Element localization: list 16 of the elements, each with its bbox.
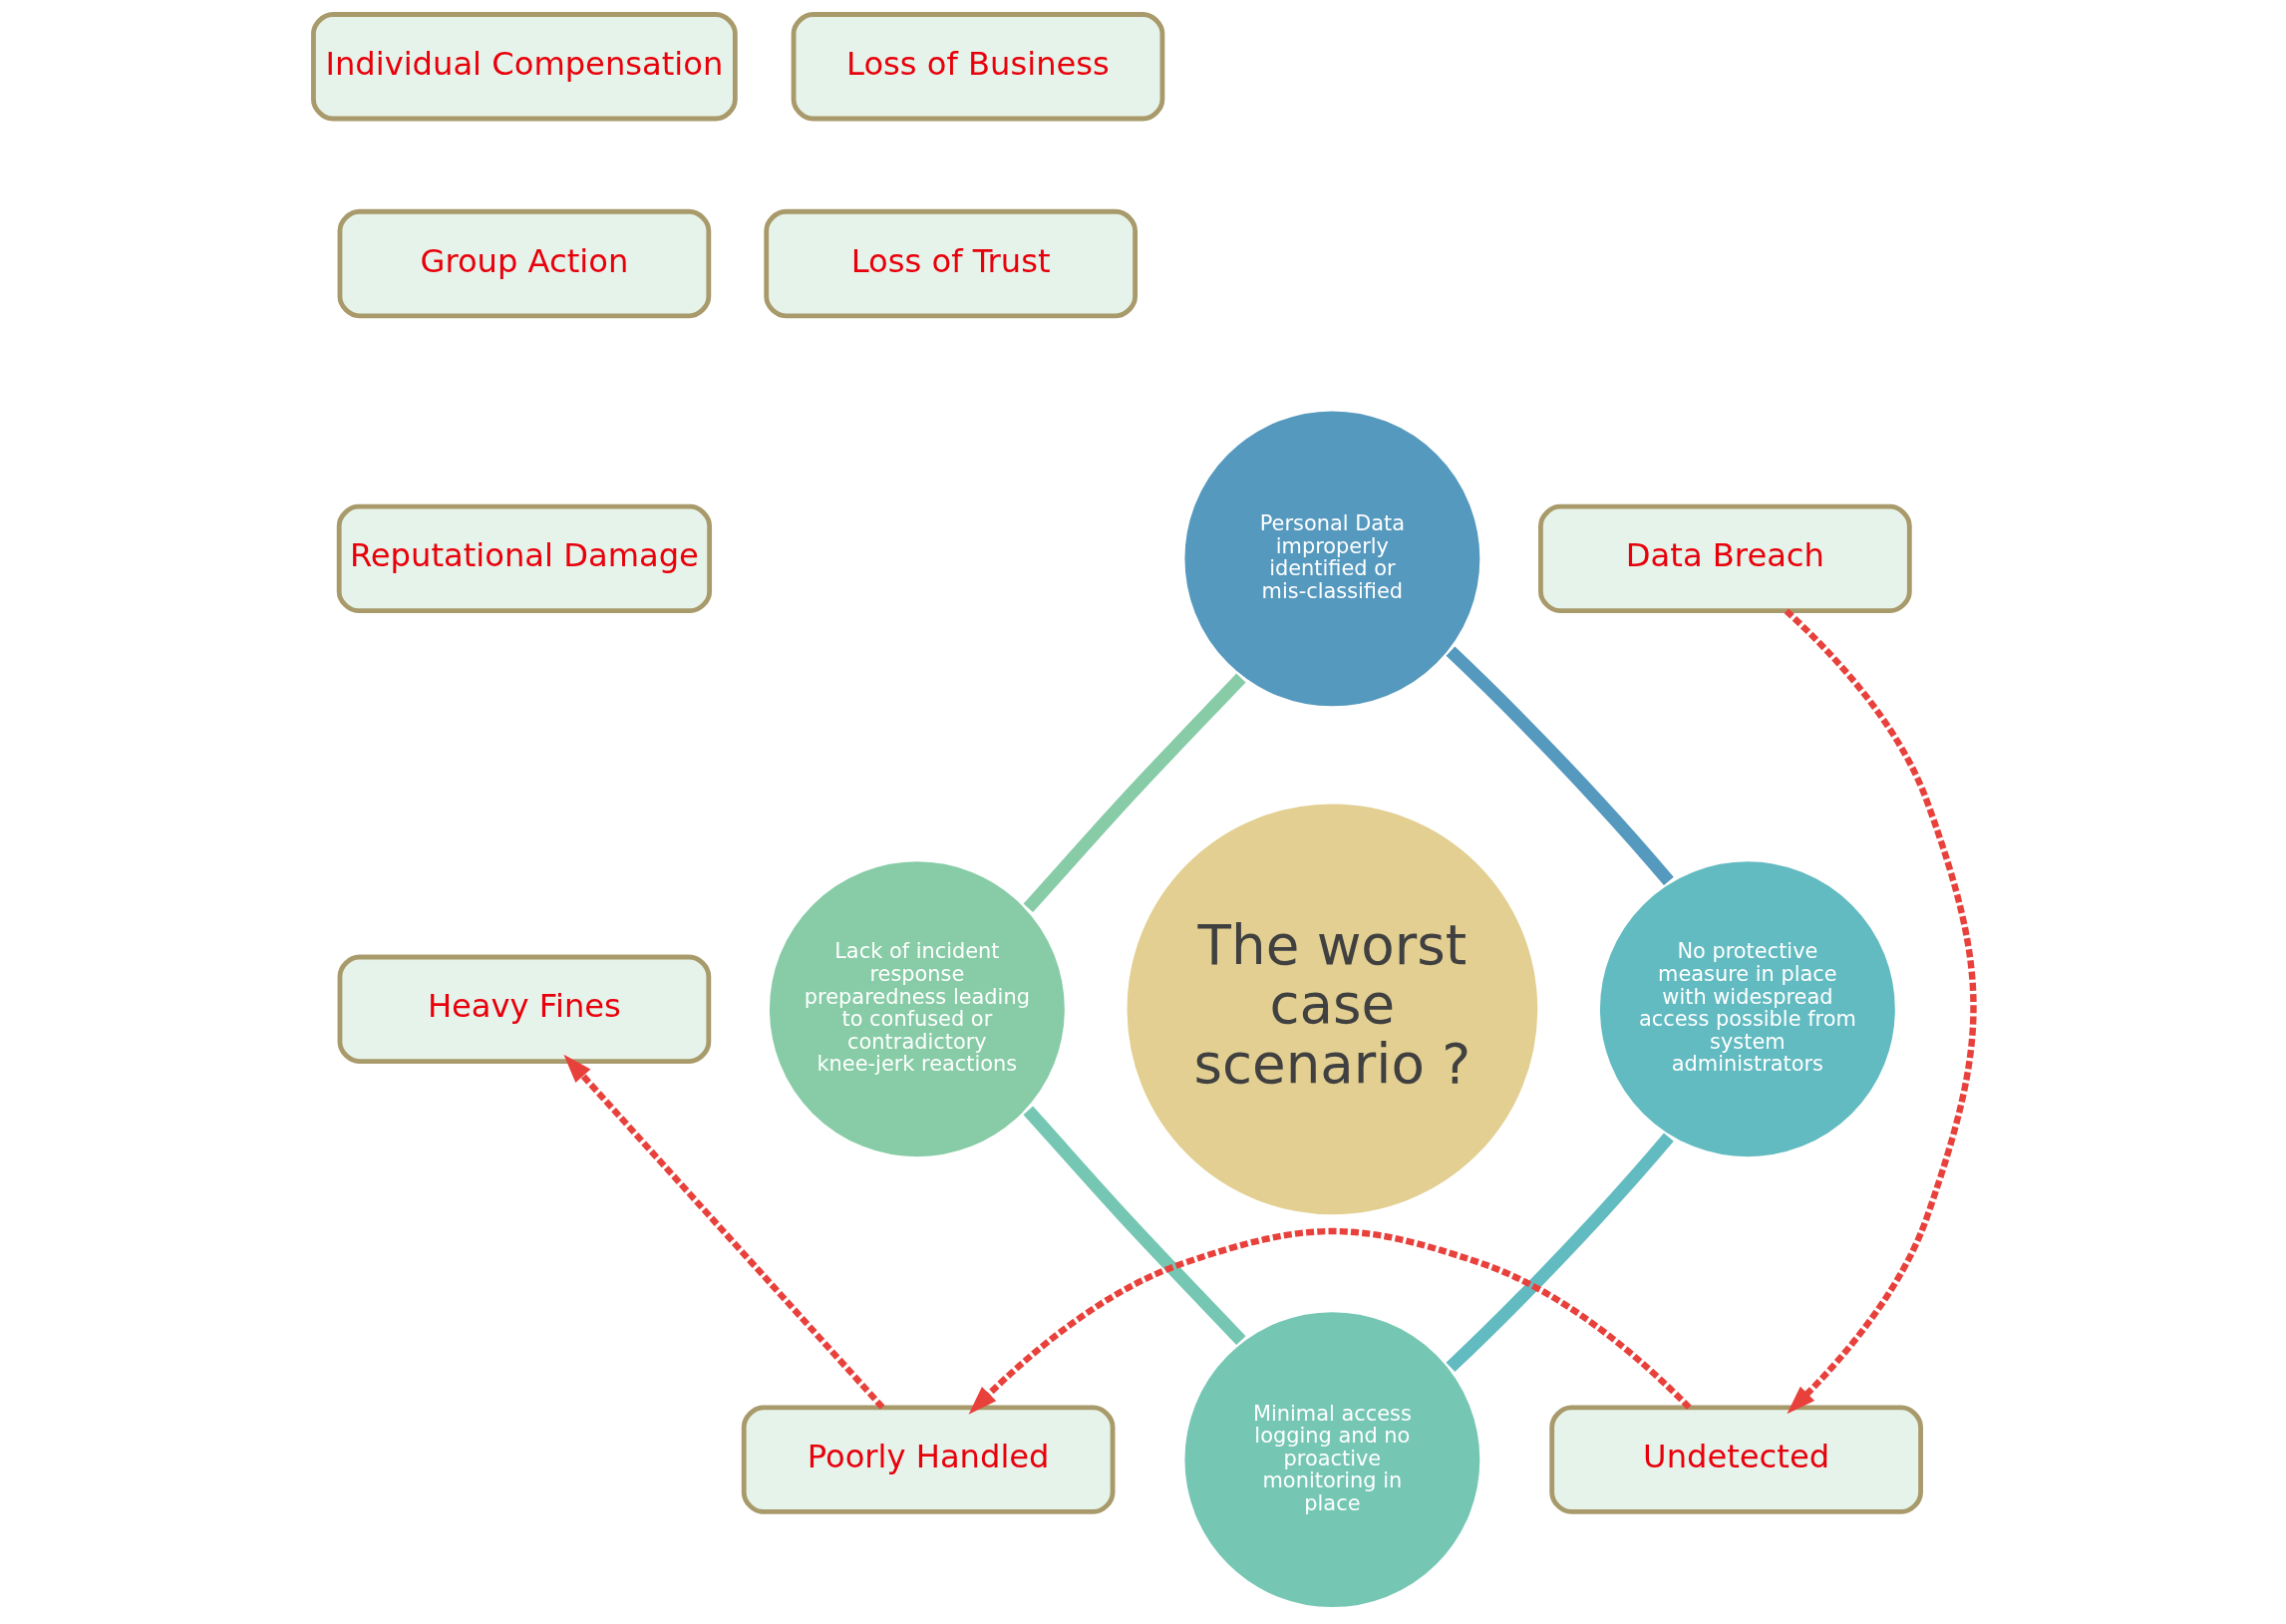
node-box: Heavy Fines [337, 954, 711, 1064]
connector [1446, 646, 1674, 886]
arrow [1784, 608, 1977, 1415]
node-box: Poorly Handled [741, 1405, 1115, 1514]
node-box: Undetected [1548, 1405, 1923, 1514]
connector [1023, 673, 1246, 913]
arrow [562, 1054, 884, 1410]
node-box: Reputational Damage [336, 503, 712, 614]
node-box: Individual Compensation [310, 12, 738, 122]
node-box: Loss of Trust [763, 208, 1138, 319]
arrow [968, 1228, 1692, 1415]
connector [1023, 1106, 1246, 1346]
node-box: Data Breach [1537, 503, 1912, 614]
node-box: Loss of Business [791, 12, 1164, 122]
connector [1446, 1133, 1674, 1373]
node-box: Group Action [337, 208, 711, 319]
